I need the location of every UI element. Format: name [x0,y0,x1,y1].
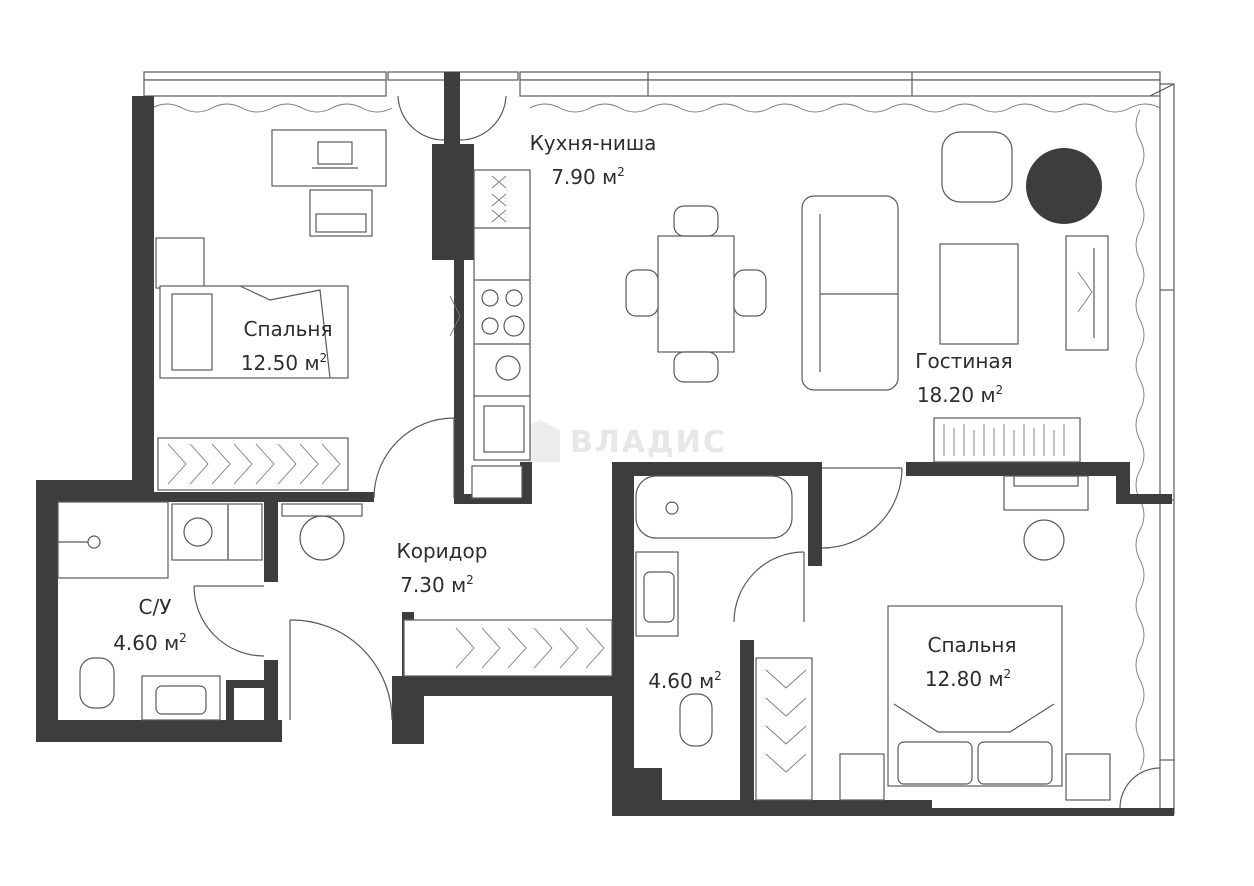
sofa [801,195,899,391]
corridor-stool [299,515,345,561]
living-area: 18.20 м2 [917,383,1003,407]
bath-left-door [193,585,265,657]
armchair [941,131,1013,203]
sink-left [141,675,221,721]
nightstand-right-2 [1065,753,1111,801]
chair-left [625,269,659,317]
bedroom-left-furniture [155,95,507,499]
bedroom-right-furniture [755,467,1161,809]
walls [36,72,1174,816]
kitchen-name: Кухня-ниша [530,131,657,155]
living-name: Гостиная [915,349,1012,373]
bookshelf [933,417,1081,463]
coffee-table [939,243,1019,345]
bath-left-fixtures [57,501,265,721]
tv-stand [1065,235,1109,351]
corridor-area: 7.30 м2 [400,573,474,597]
pillow-right-1 [897,741,973,785]
watermark-text: ВЛАДИС [570,425,727,460]
desk [271,129,387,187]
cooktop-icon [481,289,525,337]
bath-left-area: 4.60 м2 [113,631,187,655]
nightstand [155,237,205,289]
bath-right-door [733,551,805,623]
chair-top [673,205,719,237]
bed [159,285,349,379]
room-labels: Кухня-ниша 7.90 м2 Спальня 12.50 м2 Гост… [113,131,1016,693]
bathtub [635,475,793,539]
hood-icon [491,175,507,223]
chair-right [733,269,767,317]
vanity [1003,475,1089,511]
bedroom-right-name: Спальня [928,633,1017,657]
bedroom-left-name: Спальня [244,317,333,341]
corridor-name: Коридор [397,539,488,563]
bath-right-fixtures [635,475,805,747]
chair-bottom [673,351,719,383]
bedroom-right-area: 12.80 м2 [925,667,1011,691]
bath-left-name: С/У [139,595,172,619]
watermark: ВЛАДИС [520,420,727,462]
sink-right [635,551,679,637]
kitchen-furniture [449,169,531,499]
entry-door [289,619,393,721]
kitchen-area: 7.90 м2 [551,165,625,189]
corridor-fixtures [281,503,613,721]
bed-right [887,605,1063,787]
shower [57,501,169,579]
nightstand-right-1 [839,753,885,801]
corridor-bench [281,503,363,517]
bath-right-area: 4.60 м2 [648,669,722,693]
stool-right [1023,519,1065,561]
bedroom-left-door [373,417,455,499]
round-table-icon [1026,148,1102,224]
toilet-right [679,693,713,747]
balcony-door-right [459,95,507,141]
corridor-wardrobe [403,619,613,677]
wardrobe-right [755,657,813,801]
wardrobe [157,437,349,491]
balcony-door-bedroom [1119,767,1161,809]
toilet-left [79,657,115,709]
dishwasher [483,405,525,453]
fridge-niche [471,465,523,499]
washing-machine [171,503,229,561]
bedroom-left-area: 12.50 м2 [241,351,327,375]
desk-chair [309,189,373,237]
bedroom-right-door [821,467,903,549]
living-furniture [625,131,1109,463]
balcony-door-left [397,95,445,141]
pillow [171,293,213,371]
kitchen-sink-icon [495,355,521,381]
dining-table [657,235,735,353]
pillow-right-2 [977,741,1053,785]
laptop-icon [317,141,353,165]
